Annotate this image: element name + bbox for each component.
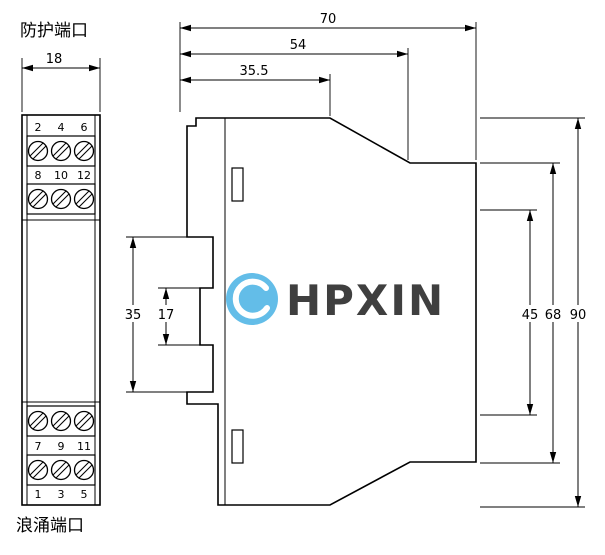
dimension-54: 54 [180, 38, 409, 160]
dim-54-text: 54 [290, 38, 307, 53]
svg-text:11: 11 [77, 440, 91, 453]
dimension-18: 18 [21, 52, 101, 112]
terminal-numbers-row4: 1 3 5 [35, 488, 88, 501]
svg-text:9: 9 [58, 440, 65, 453]
dimension-35-5: 35.5 [180, 64, 331, 116]
svg-text:1: 1 [35, 488, 42, 501]
svg-text:7: 7 [35, 440, 42, 453]
terminal-slot-upper [231, 167, 244, 202]
svg-text:3: 3 [58, 488, 65, 501]
terminal-slot-lower [231, 429, 244, 464]
side-profile [186, 117, 477, 506]
dim-90-text: 90 [570, 308, 587, 323]
terminal-block-1 [26, 135, 96, 167]
terminal-numbers-row2: 8 10 12 [35, 169, 92, 182]
dimension-45: 45 [480, 209, 541, 416]
terminal-numbers-row1: 2 4 6 [35, 121, 88, 134]
terminal-block-3 [26, 405, 96, 437]
front-view: 18 2 4 6 8 10 12 [21, 52, 101, 506]
svg-text:4: 4 [58, 121, 65, 134]
dim-18-text: 18 [46, 52, 63, 67]
label-protection-port: 防护端口 [20, 21, 88, 41]
front-housing [21, 114, 101, 506]
dim-70-text: 70 [320, 12, 337, 27]
terminal-block-4 [26, 454, 96, 486]
dim-17-text: 17 [158, 308, 175, 323]
svg-text:2: 2 [35, 121, 42, 134]
svg-text:6: 6 [81, 121, 88, 134]
dimension-70: 70 [179, 12, 477, 160]
svg-text:8: 8 [35, 169, 42, 182]
terminal-block-2 [26, 183, 96, 215]
watermark: HPXIN [226, 273, 445, 325]
dimension-35: 35 [121, 236, 210, 393]
dim-68-text: 68 [545, 308, 562, 323]
dim-35-5-text: 35.5 [240, 64, 269, 79]
watermark-swirl-icon [232, 278, 270, 319]
svg-text:12: 12 [77, 169, 91, 182]
terminal-numbers-row3: 7 9 11 [35, 440, 92, 453]
label-surge-port: 浪涌端口 [16, 516, 84, 536]
side-view: 70 54 35.5 35 17 [121, 12, 589, 508]
dim-45-text: 45 [522, 308, 539, 323]
dimension-90: 90 [480, 117, 589, 508]
svg-text:10: 10 [54, 169, 68, 182]
dimension-68: 68 [480, 162, 564, 464]
watermark-text: HPXIN [286, 276, 445, 325]
dim-35-text: 35 [125, 308, 142, 323]
svg-text:5: 5 [81, 488, 88, 501]
dimension-17: 17 [155, 287, 205, 346]
